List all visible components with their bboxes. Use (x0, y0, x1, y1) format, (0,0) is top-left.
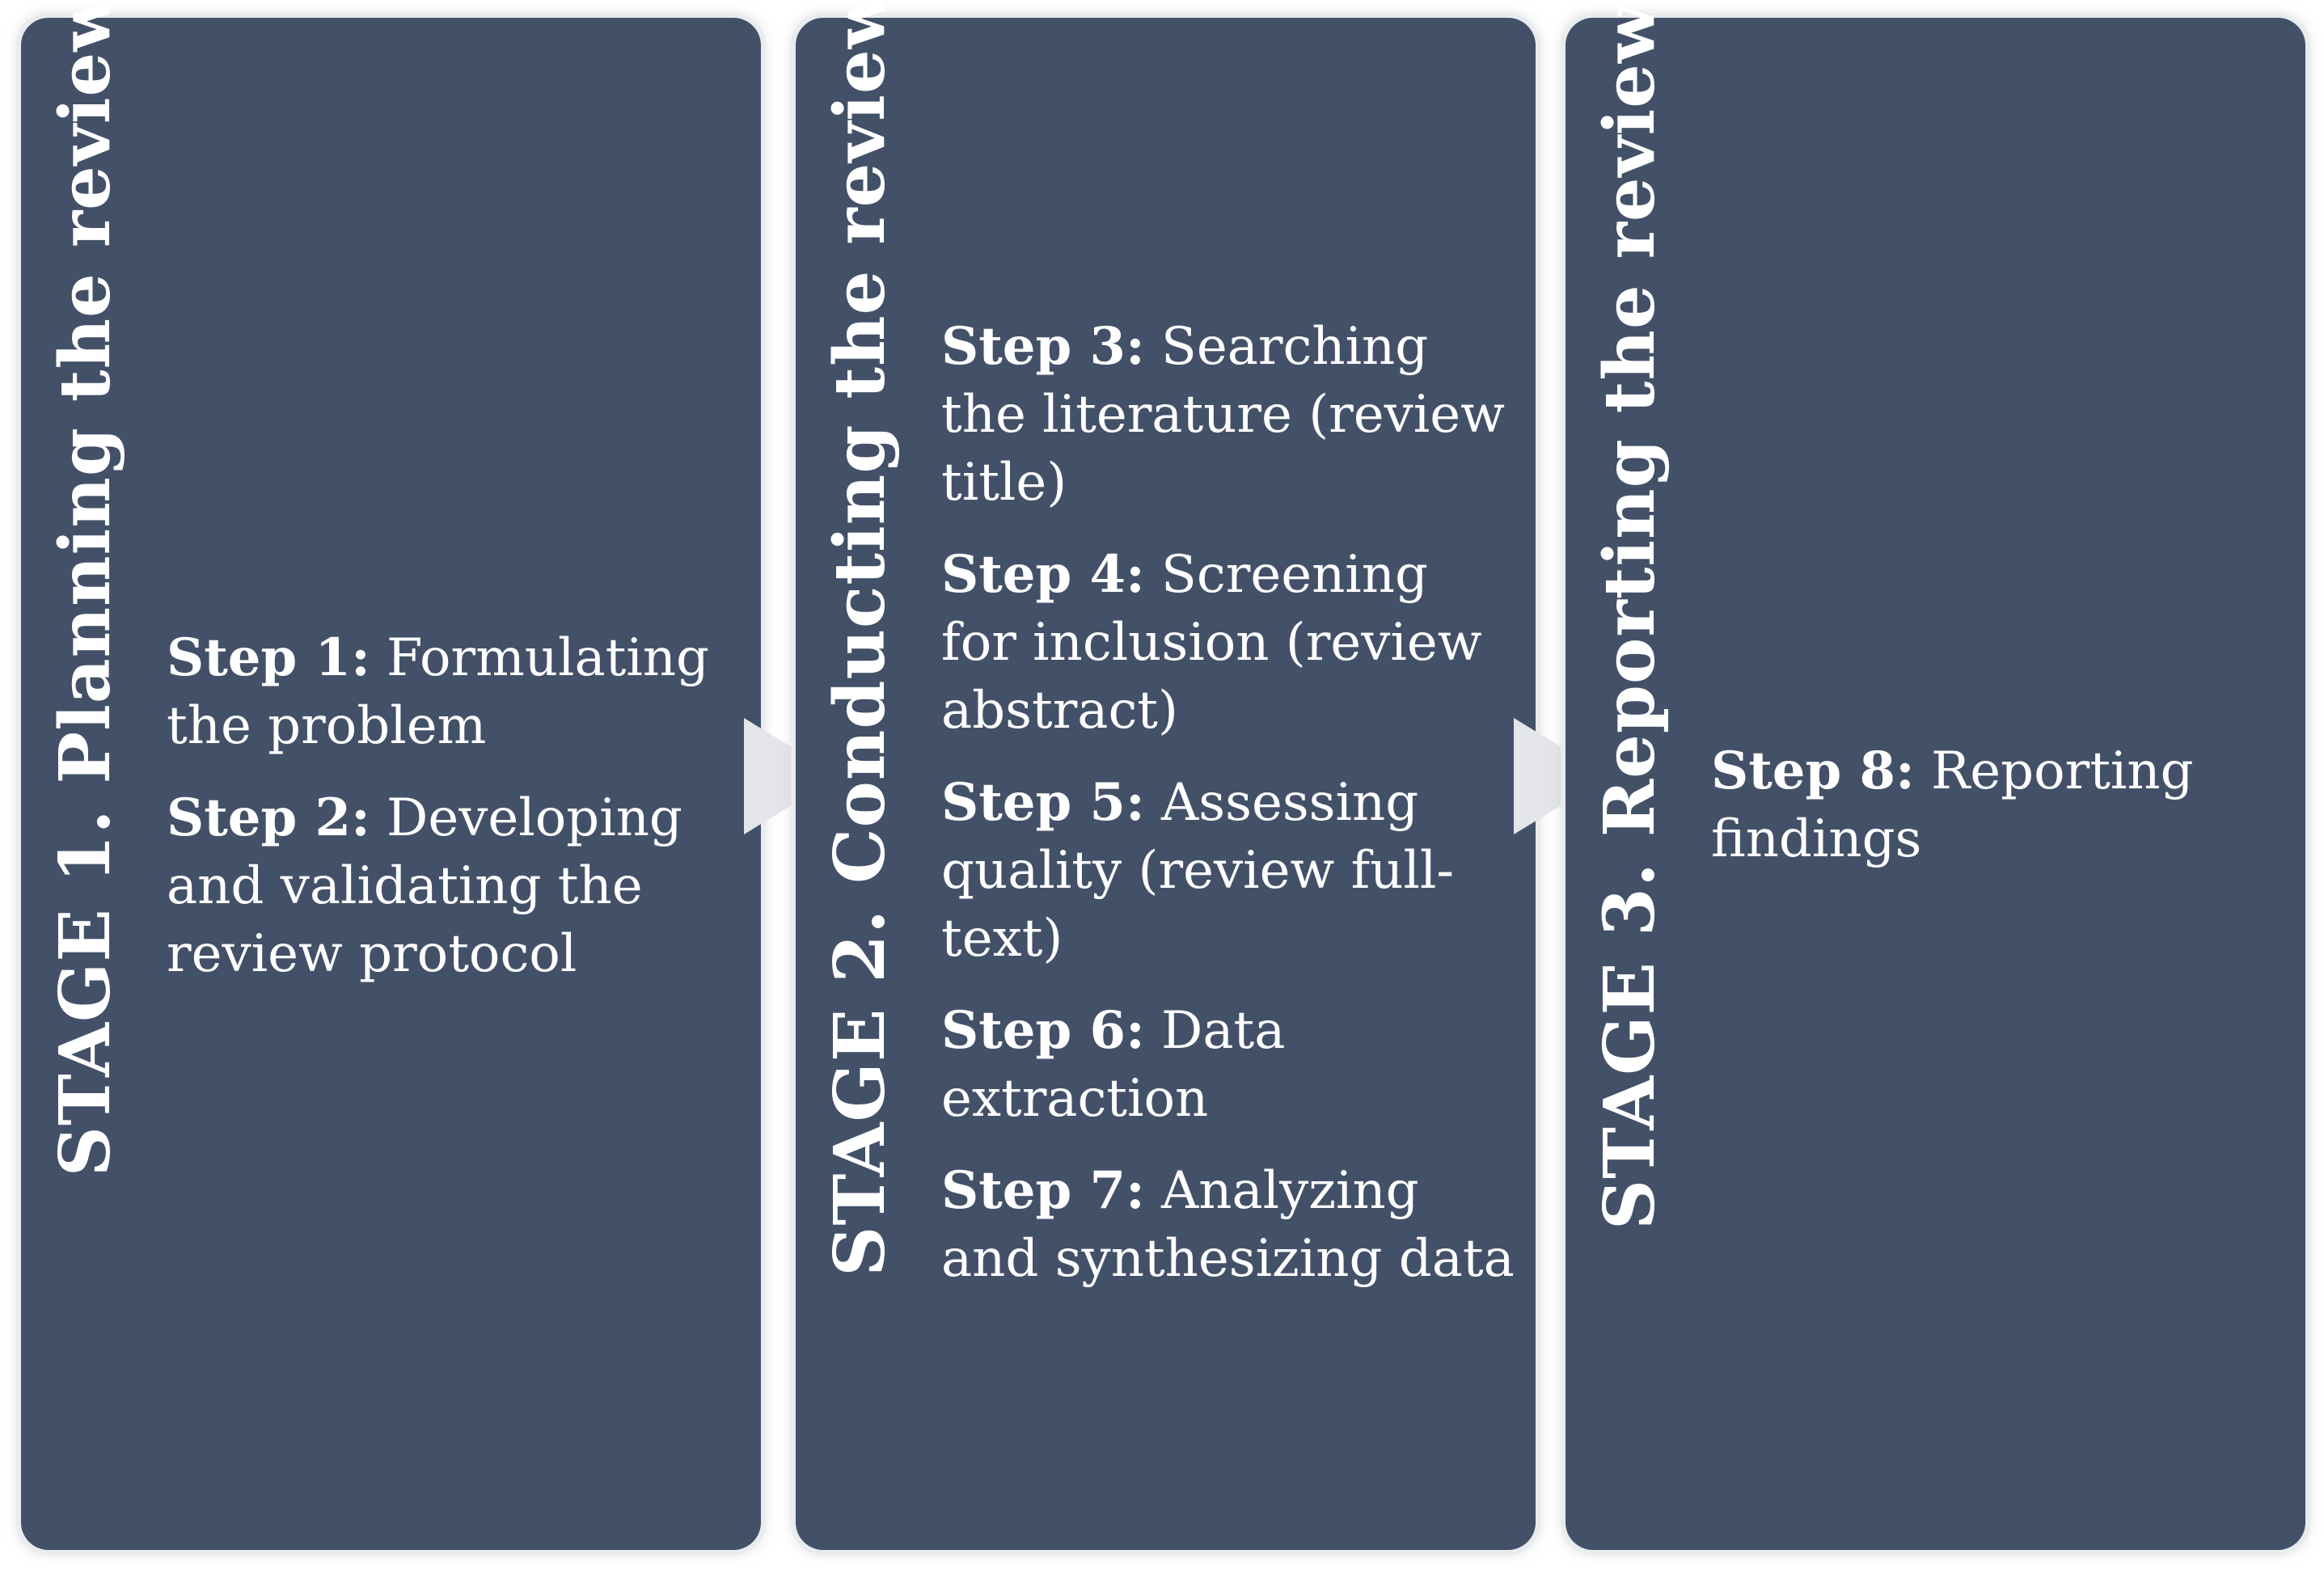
step-6: Step 6: Data extraction (941, 997, 1519, 1133)
step-7-text: Analyzing and synthesizing data (941, 1161, 1515, 1289)
step-2: Step 2: Developing and validating the re… (167, 784, 741, 988)
step-2-number: Step 2: (167, 788, 370, 848)
stage-1-panel: STAGE 1. Planning the review Step 1: For… (21, 0, 761, 1550)
step-7: Step 7: Analyzing and synthesizing data (941, 1157, 1519, 1293)
step-6-text: Data extraction (941, 1001, 1286, 1129)
step-4: Step 4: Screening for inclusion (review … (941, 541, 1519, 745)
step-5: Step 5: Assessing quality (review full-t… (941, 769, 1519, 973)
step-5-text: Assessing quality (review full-text) (941, 773, 1455, 969)
step-1-text: Formulating the problem (167, 628, 709, 756)
step-1-number: Step 1: (167, 627, 370, 688)
step-3-number: Step 3: (941, 316, 1145, 377)
step-8-text: Reporting findings (1711, 741, 2194, 869)
step-6-number: Step 6: (941, 1000, 1145, 1061)
step-4-number: Step 4: (941, 544, 1145, 605)
step-4-text: Screening for inclusion (review abstract… (941, 545, 1482, 741)
stage-2-panel: STAGE 2. Conducting the review Step 3: S… (796, 0, 1536, 1550)
step-3-text: Searching the literature (review title) (941, 317, 1505, 513)
stage-1-steps: Step 1: Formulating the problem Step 2: … (167, 624, 741, 1012)
step-5-number: Step 5: (941, 772, 1145, 833)
stage-2-title: STAGE 2. Conducting the review (819, 0, 901, 1277)
stage-3-steps: Step 8: Reporting findings (1711, 737, 2277, 897)
step-1: Step 1: Formulating the problem (167, 624, 741, 760)
step-3: Step 3: Searching the literature (review… (941, 313, 1519, 517)
stage-3-title: STAGE 3. Reporting the review (1589, 2, 1671, 1231)
stage-3-panel: STAGE 3. Reporting the review Step 8: Re… (1566, 2, 2305, 1550)
step-7-number: Step 7: (941, 1160, 1145, 1221)
stage-1-title: STAGE 1. Planning the review (44, 0, 126, 1177)
step-8-number: Step 8: (1711, 741, 1915, 801)
step-8: Step 8: Reporting findings (1711, 737, 2277, 873)
step-2-text: Developing and validating the review pro… (167, 788, 682, 984)
stage-2-steps: Step 3: Searching the literature (review… (941, 313, 1519, 1317)
